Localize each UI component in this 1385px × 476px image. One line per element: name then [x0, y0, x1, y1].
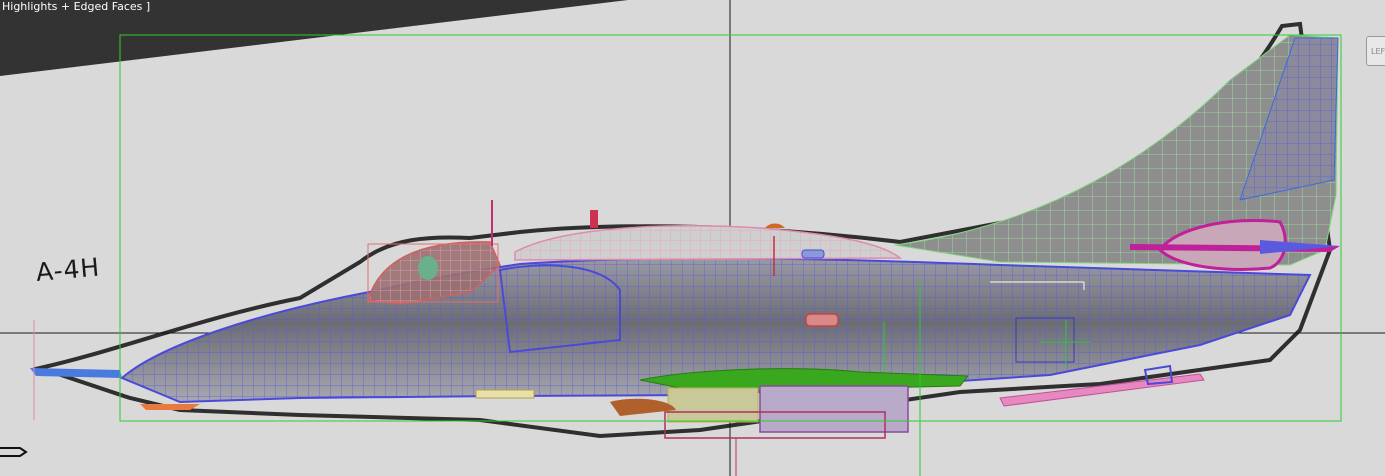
viewport-overlay-wedge	[0, 0, 628, 76]
stabilizer-part	[1130, 218, 1340, 271]
scene-markers	[491, 200, 1090, 476]
selection-bounding-box	[119, 34, 1342, 422]
viewport-label[interactable]: Highlights + Edged Faces ]	[2, 0, 151, 13]
reference-designation: A-4H	[34, 252, 102, 287]
viewcube-icon[interactable]: LEF	[1366, 36, 1385, 66]
tail-fin-mesh	[894, 34, 1339, 266]
left-arrow-marker	[0, 447, 28, 457]
nose-probe	[30, 320, 200, 420]
viewcube-label: LEF	[1371, 47, 1385, 56]
lower-parts	[475, 364, 1205, 439]
canopy-mesh	[367, 241, 501, 305]
